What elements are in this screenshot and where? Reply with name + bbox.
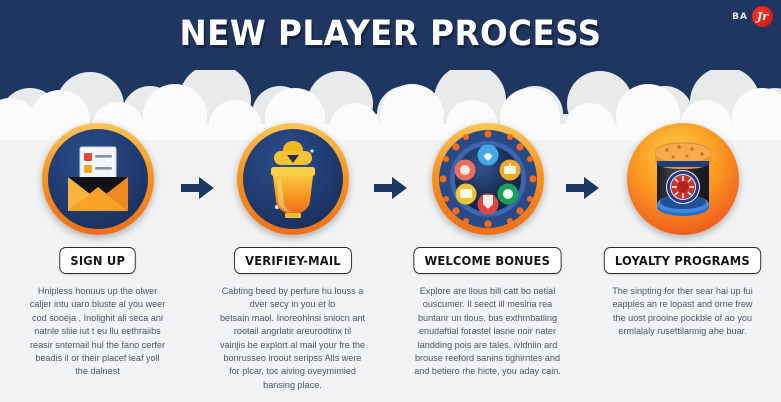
step-1-label[interactable]: SIGN UP (59, 247, 136, 274)
step-3-label[interactable]: WELCOME BONUES (413, 247, 562, 274)
step-loyalty-programs[interactable]: LOYALTY PROGRAMS The sinpting for ther s… (585, 118, 780, 402)
logo-text: BA (732, 11, 748, 22)
step-3-icon-wrap (431, 123, 544, 235)
logo-badge-icon: Jr (752, 6, 773, 27)
arrow-step3-to-step4 (566, 177, 599, 199)
trophy-cup-icon (270, 141, 315, 218)
header-band: NEW PLAYER PROCESS BA Jr (0, 0, 781, 118)
arrow-step2-to-step3 (374, 177, 407, 199)
arrow-step1-to-step2 (181, 177, 214, 199)
step-4-icon-wrap (626, 123, 739, 235)
step-3-description: Explore are llous bill catt bo netial ou… (414, 286, 561, 377)
bonus-wheel-icon (438, 130, 537, 228)
step-1-description: Hnipless honuus up the olwer caljer intu… (29, 286, 166, 377)
step-verify-mail[interactable]: VERIFIEY-MAIL Cabting beed by perfure hu… (195, 118, 390, 402)
step-4-description: The sinpting for ther sear hai up fui ea… (612, 286, 753, 337)
step-sign-up[interactable]: SIGN UP Hnipless honuus up the olwer cal… (0, 118, 195, 402)
step-4-label[interactable]: LOYALTY PROGRAMS (603, 247, 762, 274)
steps-row: SIGN UP Hnipless honuus up the olwer cal… (0, 118, 781, 402)
step-welcome-bonus[interactable]: WELCOME BONUES Explore are llous bill ca… (390, 118, 585, 402)
logo-badge-text: Jr (757, 10, 768, 23)
step-2-description: Cabting beed by perfure hu louss a dver … (219, 286, 366, 390)
step-2-icon-wrap (236, 123, 349, 235)
step-2-label[interactable]: VERIFIEY-MAIL (233, 247, 352, 274)
step-1-icon-wrap (41, 123, 154, 235)
envelope-document-icon (67, 146, 128, 211)
vault-drum-icon (654, 140, 711, 216)
brand-logo: BA Jr (732, 6, 773, 27)
page-title: NEW PLAYER PROCESS (179, 14, 602, 54)
